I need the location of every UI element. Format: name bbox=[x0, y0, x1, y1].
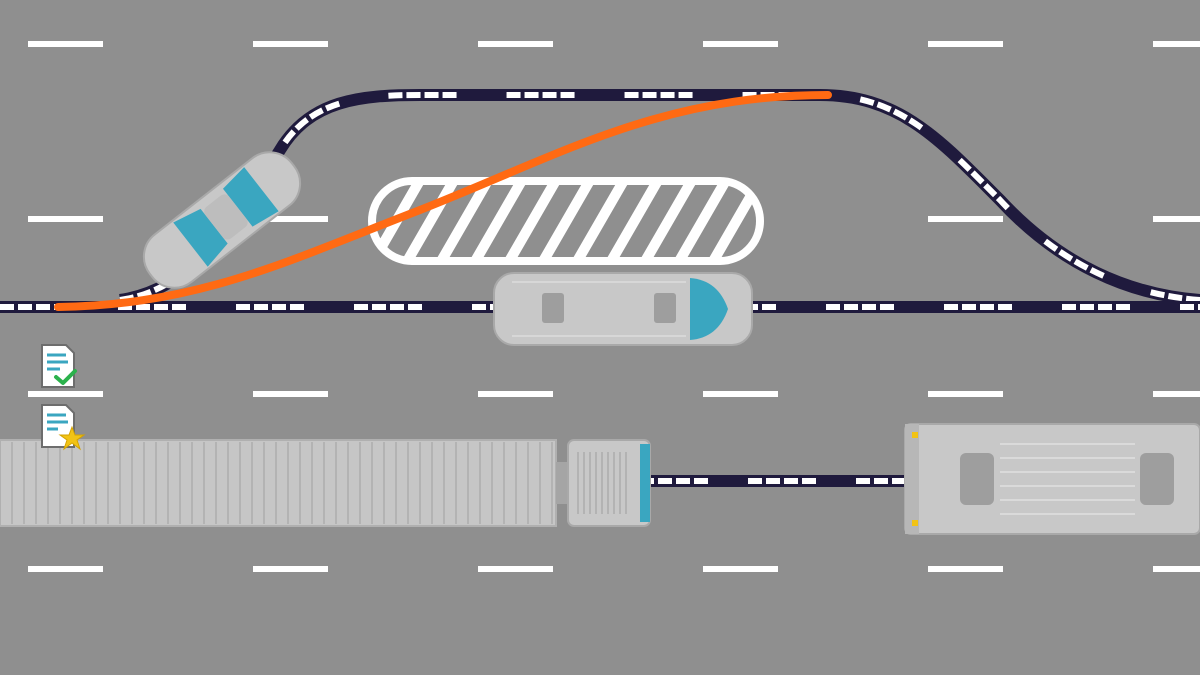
lane-dash bbox=[703, 41, 778, 47]
lane-dash bbox=[478, 391, 553, 397]
lane-dash bbox=[478, 566, 553, 572]
van bbox=[493, 272, 753, 346]
lane-dash bbox=[1153, 41, 1200, 47]
hatched-obstacle bbox=[368, 177, 764, 265]
lane-dash bbox=[28, 216, 103, 222]
lane-dash bbox=[928, 566, 1003, 572]
lane-dash bbox=[478, 41, 553, 47]
lane-dash bbox=[1153, 566, 1200, 572]
lane-dash bbox=[928, 391, 1003, 397]
lane-markings bbox=[28, 41, 1200, 572]
lane-dash bbox=[28, 41, 103, 47]
lane-dash bbox=[928, 41, 1003, 47]
bus bbox=[904, 423, 1200, 535]
lane-dash bbox=[703, 566, 778, 572]
lane-dash bbox=[1153, 391, 1200, 397]
lane-dash bbox=[253, 566, 328, 572]
lane-dash bbox=[28, 566, 103, 572]
truck bbox=[0, 439, 651, 527]
planned-path bbox=[54, 91, 832, 311]
document-check-icon bbox=[41, 344, 77, 388]
lane-dash bbox=[253, 216, 328, 222]
document-star-icon bbox=[41, 404, 86, 451]
ego-sedan bbox=[142, 151, 302, 289]
lane-dash bbox=[1153, 216, 1200, 222]
lane-dash bbox=[928, 216, 1003, 222]
lane-dash bbox=[253, 41, 328, 47]
lane-dash bbox=[28, 391, 103, 397]
lane-dash bbox=[703, 391, 778, 397]
lane-dash bbox=[253, 391, 328, 397]
